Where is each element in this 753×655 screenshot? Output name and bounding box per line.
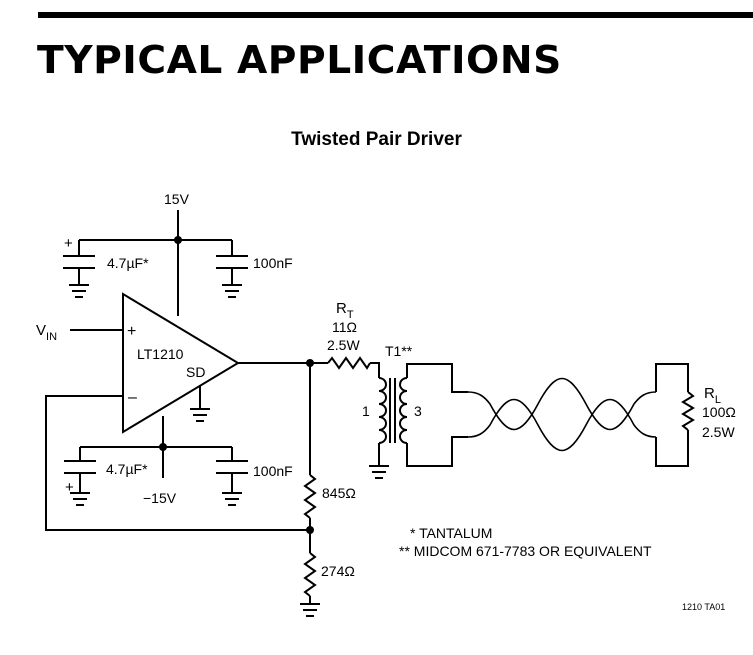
- capacitor-top-tantalum-value: 4.7µF*: [107, 255, 149, 271]
- load-resistor-rl: RL 100Ω 2.5W: [655, 363, 736, 467]
- series-resistor-label: RT: [336, 300, 354, 321]
- feedback-network: 845Ω 274Ω: [45, 363, 356, 617]
- positive-supply-label: 15V: [164, 191, 190, 207]
- capacitor-bottom-ceramic-value: 100nF: [253, 463, 293, 479]
- top-rule: [38, 12, 753, 18]
- capacitor-top-polarity: +: [64, 235, 73, 252]
- capacitor-bottom-tantalum: + 4.7µF*: [64, 447, 148, 506]
- section-title: TYPICAL APPLICATIONS: [37, 38, 562, 82]
- load-resistor-power: 2.5W: [702, 424, 735, 440]
- load-resistor-value: 100Ω: [702, 404, 736, 420]
- note-transformer: ** MIDCOM 671-7783 OR EQUIVALENT: [399, 543, 652, 559]
- opamp-sd-label: SD: [186, 364, 205, 380]
- series-resistor-rt: RT 11Ω 2.5W: [327, 300, 380, 378]
- opamp-plus-sign: +: [127, 323, 136, 340]
- capacitor-top-tantalum: + 4.7µF*: [63, 235, 149, 298]
- capacitor-bottom-ceramic: 100nF: [216, 447, 293, 506]
- series-resistor-power: 2.5W: [327, 337, 360, 353]
- capacitor-bottom-polarity: +: [65, 479, 74, 496]
- feedback-resistor-845: 845Ω: [322, 485, 356, 501]
- opamp-minus-sign: –: [128, 389, 137, 406]
- series-resistor-value: 11Ω: [332, 319, 357, 335]
- negative-supply-rail: −15V: [80, 416, 232, 506]
- capacitor-top-ceramic-value: 100nF: [253, 255, 293, 271]
- twisted-pair-cable: [467, 377, 657, 452]
- transformer-label: T1**: [385, 343, 413, 359]
- capacitor-bottom-tantalum-value: 4.7µF*: [106, 461, 148, 477]
- opamp: + – LT1210 SD: [122, 292, 240, 434]
- note-tantalum: * TANTALUM: [410, 525, 492, 541]
- opamp-part-label: LT1210: [137, 346, 184, 362]
- shutdown-pin-ground: [190, 385, 210, 422]
- input-label: VIN: [36, 322, 57, 343]
- input-signal: VIN: [36, 322, 123, 343]
- output-net: [238, 359, 328, 367]
- capacitor-top-ceramic: 100nF: [216, 240, 293, 298]
- transformer-secondary-turns: 3: [414, 403, 422, 419]
- negative-supply-label: −15V: [143, 490, 177, 506]
- diagram-title: Twisted Pair Driver: [291, 129, 462, 150]
- load-resistor-label: RL: [704, 385, 721, 406]
- figure-code: 1210 TA01: [682, 602, 725, 612]
- feedback-resistor-274: 274Ω: [321, 563, 355, 579]
- transformer-primary-turns: 1: [362, 403, 370, 419]
- transformer-t1: T1** 1 3: [362, 343, 468, 479]
- positive-supply-rail: 15V: [79, 191, 232, 316]
